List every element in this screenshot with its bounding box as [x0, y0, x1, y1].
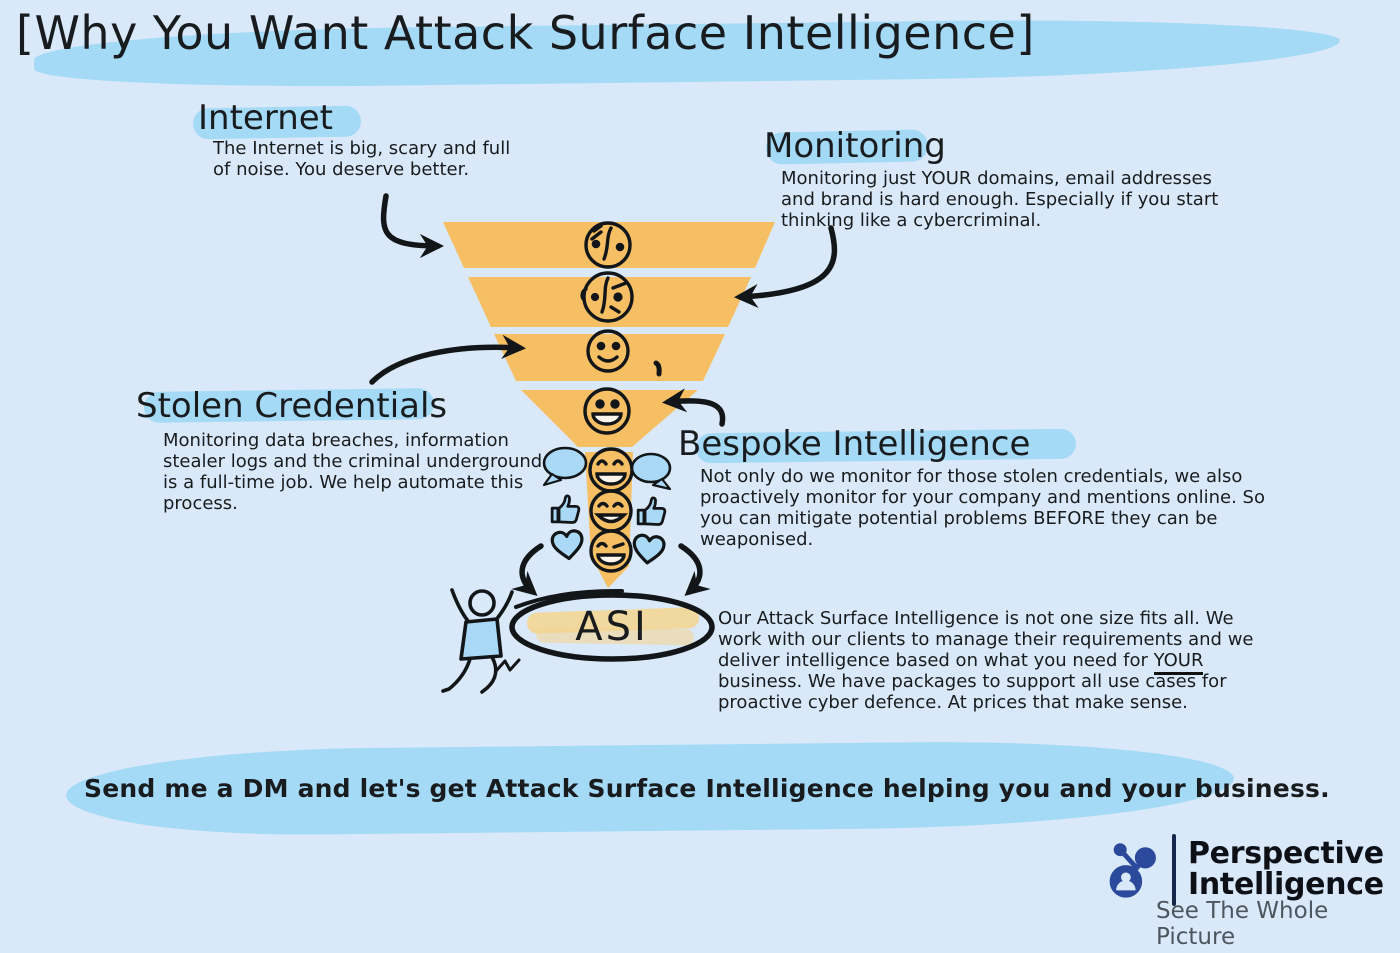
thumbs-up-icon [636, 496, 667, 526]
cta-text: Send me a DM and let's get Attack Surfac… [84, 774, 1330, 803]
tick-mark [653, 360, 662, 377]
monitoring-heading: Monitoring [764, 126, 946, 166]
asi-label: ASI [575, 604, 649, 650]
arrow-stolen-credentials-to-funnel [369, 334, 527, 385]
network-logo-icon [1109, 843, 1156, 898]
logo-name-line2: Intelligence [1188, 867, 1384, 902]
asi-text-before: Our Attack Surface Intelligence is not o… [718, 608, 1254, 672]
stolen-credentials-body: Monitoring data breaches, information st… [163, 430, 543, 515]
winking-face-icon [589, 529, 633, 573]
logo-name: Perspective Intelligence [1188, 836, 1384, 902]
speech-bubble-icon [542, 446, 588, 487]
monitoring-body: Monitoring just YOUR domains, email addr… [781, 168, 1219, 232]
confused-face-icon [584, 221, 632, 269]
speech-bubble-icon [630, 452, 672, 491]
heart-icon [630, 532, 667, 567]
arrow-left-to-asi [511, 543, 544, 597]
stolen-credentials-heading: Stolen Credentials [136, 386, 448, 426]
smile-face-icon [586, 329, 630, 373]
asi-text-after: business. We have packages to support al… [718, 671, 1227, 714]
bespoke-heading: Bespoke Intelligence [678, 424, 1031, 464]
logo-name-line1: Perspective [1188, 836, 1384, 872]
annoyed-face-icon [580, 271, 634, 323]
laughing-face-icon [588, 447, 634, 493]
big-smile-face-icon [583, 387, 631, 435]
page-title: [Why You Want Attack Surface Intelligenc… [16, 6, 1035, 60]
arrow-internet-to-funnel [380, 193, 445, 259]
logo-tagline: See The Whole Picture [1156, 898, 1329, 950]
funnel-segment-1 [443, 222, 775, 268]
funnel-segment-4 [521, 390, 698, 447]
funnel-segment-2 [468, 277, 751, 327]
bespoke-body: Not only do we monitor for those stolen … [700, 466, 1265, 551]
asi-paragraph: Our Attack Surface Intelligence is not o… [718, 608, 1276, 713]
thumbs-up-icon [550, 494, 581, 524]
arrow-bespoke-to-funnel [661, 388, 726, 427]
internet-heading: Internet [198, 98, 334, 138]
funnel-stem [585, 452, 633, 588]
arrow-monitoring-to-funnel [733, 225, 838, 309]
logo-divider [1172, 834, 1176, 906]
arrow-right-to-asi [678, 543, 711, 597]
internet-body: The Internet is big, scary and full of n… [213, 138, 511, 181]
jumping-person-icon [441, 588, 521, 694]
brand-logo: Perspective Intelligence [1108, 834, 1384, 906]
heart-icon [549, 528, 586, 562]
asi-text-underlined: YOUR [1153, 650, 1204, 676]
grinning-face-icon [589, 489, 633, 533]
funnel-segment-3 [494, 334, 725, 381]
